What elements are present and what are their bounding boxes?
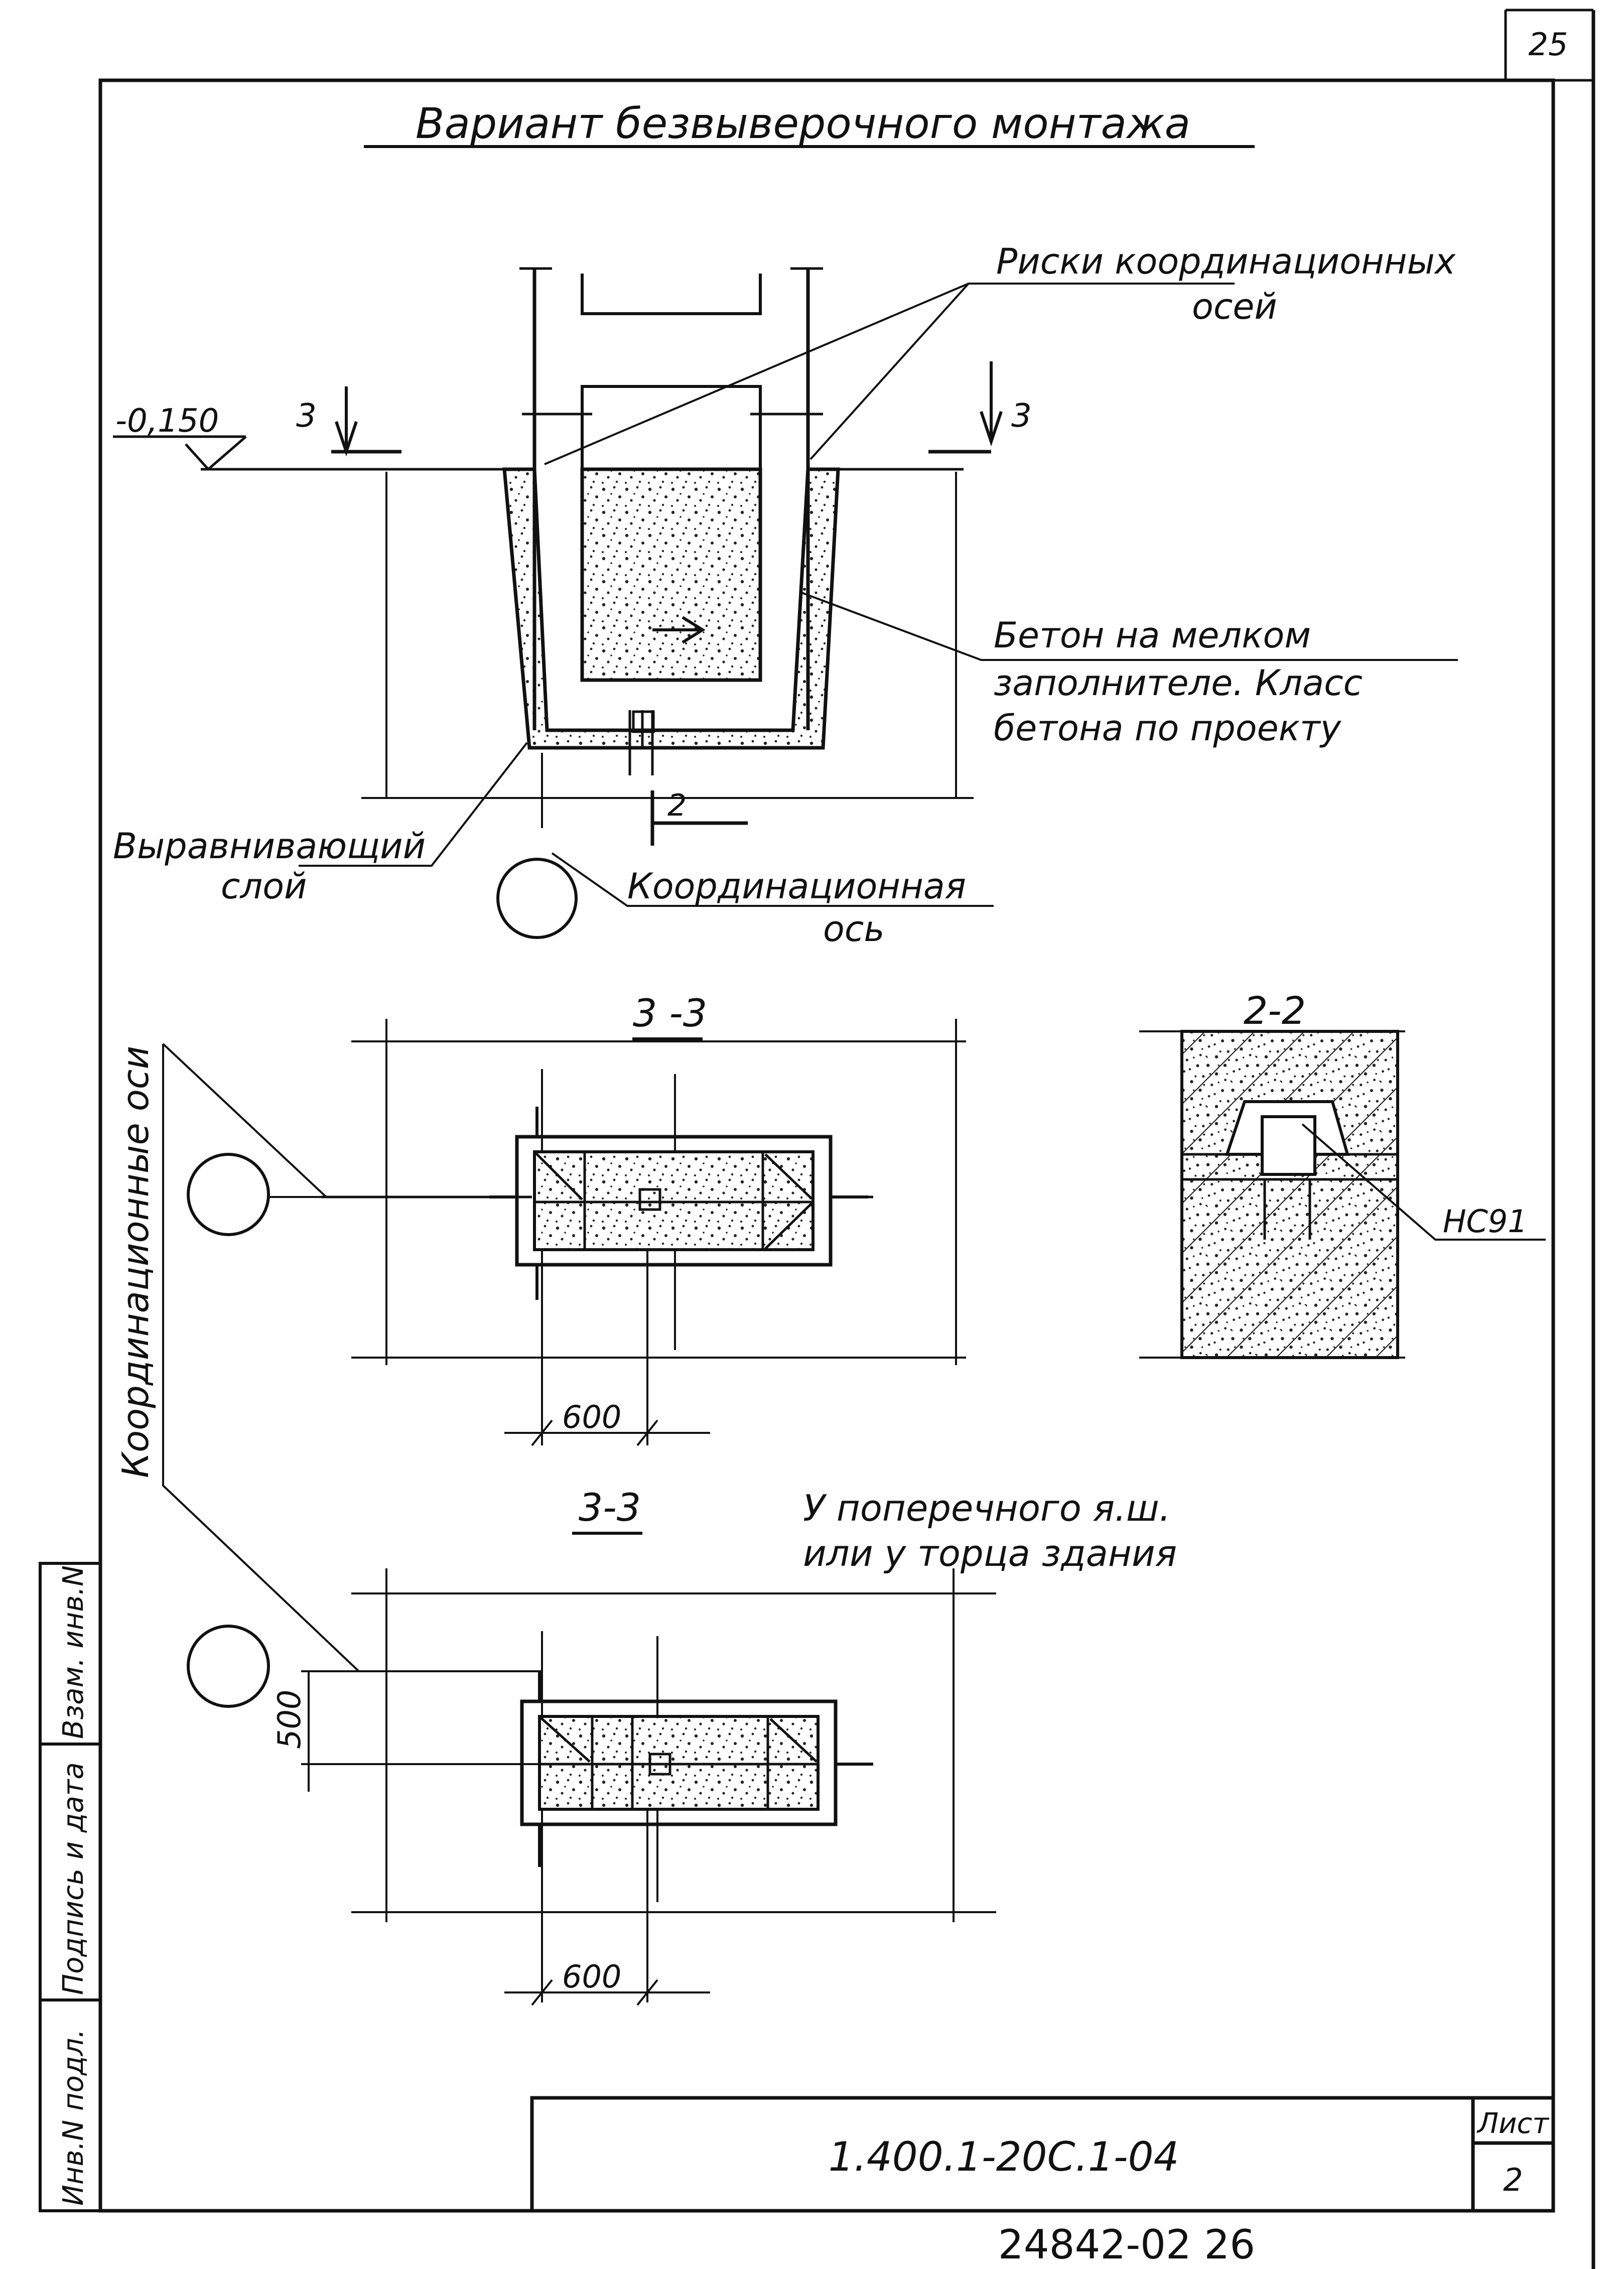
stamp-signature-date: Подпись и дата: [57, 1762, 90, 1995]
callout-risks-line2: осей: [1192, 286, 1277, 327]
coordination-axes-leaders: [162, 1043, 360, 1672]
callout-axis-line1: Координационная: [627, 866, 966, 907]
title-block: [530, 2096, 1553, 2211]
stamp-replaced-inv: Взам. инв.N: [57, 1565, 90, 1739]
detail-2-2-title: 2-2: [1244, 988, 1306, 1033]
callout-concrete-line3: бетона по проекту: [994, 708, 1342, 749]
sheet-number: 2: [1503, 2162, 1523, 2198]
detail-2-2-label: НС91: [1443, 1203, 1528, 1240]
section-foundation-view: [113, 267, 1458, 939]
plan-view-b: [187, 1532, 996, 2006]
plan-b-title: 3-3: [579, 1485, 641, 1530]
section-mark-right: 3: [1011, 397, 1032, 435]
sheet-corner-number: 25: [1529, 26, 1568, 63]
vertical-label: Координационные оси: [114, 1046, 157, 1478]
callout-concrete-line1: Бетон на мелком: [994, 615, 1311, 656]
plan-view-a: [187, 1019, 966, 1446]
plan-b-dimension-vertical: 500: [271, 1690, 308, 1749]
plan-a-title: 3 -3: [633, 991, 707, 1035]
section-mark-left: 3: [296, 397, 317, 435]
plan-a-dimension: 600: [562, 1399, 621, 1435]
sheet-frame: [98, 9, 1595, 2269]
document-code: 1.400.1-20С.1-04: [829, 2133, 1179, 2180]
level-mark: -0,150: [115, 403, 219, 440]
callout-leveling-line1: Выравнивающий: [113, 826, 426, 867]
archive-number: 24842-02 26: [998, 2221, 1255, 2268]
section-mark-bottom: 2: [667, 788, 687, 823]
plan-b-note-line1: У поперечного я.ш.: [803, 1487, 1171, 1529]
callout-risks-line1: Риски координационных: [996, 241, 1456, 282]
side-stamp: [39, 1562, 102, 2212]
callout-leveling-line2: слой: [221, 866, 307, 907]
detail-2-2: [1139, 1030, 1546, 1359]
callout-concrete-line2: заполнителе. Класс: [994, 662, 1363, 704]
drawing-title: Вариант безвыверочного монтажа: [416, 99, 1190, 148]
plan-b-dimension-horizontal: 600: [562, 1958, 621, 1995]
plan-b-note-line2: или у торца здания: [803, 1532, 1177, 1574]
callout-axis-line2: ось: [823, 908, 885, 950]
sheet-label: Лист: [1476, 2107, 1549, 2140]
stamp-inv-no: Инв.N подл.: [57, 2029, 90, 2206]
